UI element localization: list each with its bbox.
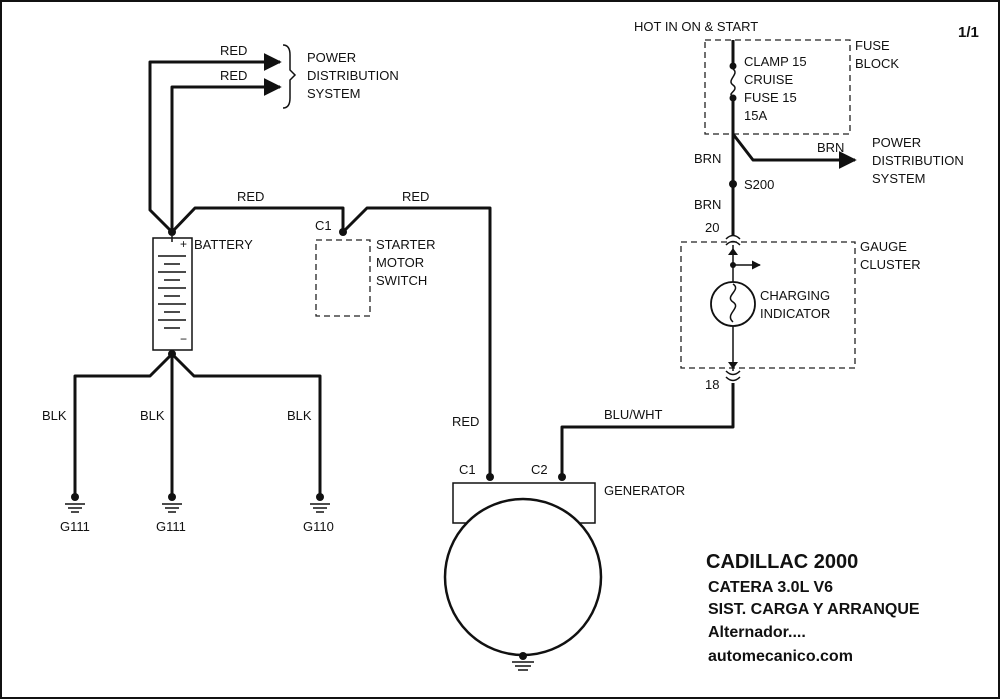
ground-g110: G110 (303, 493, 334, 534)
generator-c1: C1 (459, 462, 476, 477)
ground-wires: BLK BLK BLK (42, 352, 322, 494)
starter-label-line2: MOTOR (376, 255, 424, 270)
gauge-cluster-title-1: GAUGE (860, 239, 907, 254)
wire-label-red-2: RED (220, 68, 247, 83)
wire-label-brn-3: BRN (694, 197, 721, 212)
ground-g111-b: G111 (156, 493, 186, 534)
ground-label-1: G111 (60, 519, 90, 534)
starter-motor-switch: C1 STARTER MOTOR SWITCH (315, 218, 435, 317)
battery-label: BATTERY (194, 237, 253, 252)
brn-wires: BRN POWER DISTRIBUTION SYSTEM S200 BRN B… (694, 133, 964, 236)
page-number: 1/1 (958, 24, 979, 41)
charging-indicator-line1: CHARGING (760, 288, 830, 303)
wire-label-brn-1: BRN (817, 140, 844, 155)
fuse-block: CLAMP 15 CRUISE FUSE 15 15A FUSE BLOCK (704, 38, 899, 135)
wire-label-blu-wht: BLU/WHT (604, 407, 663, 422)
charging-indicator-line2: INDICATOR (760, 306, 830, 321)
blu-wht-wire: BLU/WHT (560, 383, 735, 474)
wire-label-red-4: RED (402, 189, 429, 204)
wire-label-brn-2: BRN (694, 151, 721, 166)
wire-label-red-1: RED (220, 43, 247, 58)
fuse-line-3: FUSE 15 (744, 90, 797, 105)
power-dist-brace (282, 44, 297, 109)
title-line-1: CADILLAC 2000 (706, 551, 858, 573)
starter-label-line3: SWITCH (376, 273, 427, 288)
generator-label: GENERATOR (604, 483, 685, 498)
splice-label: S200 (744, 177, 774, 192)
title-line-5: automecanico.com (708, 648, 853, 665)
wire-label-blk-1: BLK (42, 408, 67, 423)
title-line-4: Alternador.... (708, 624, 806, 641)
splice-s200 (729, 180, 737, 188)
wire-label-red-3: RED (237, 189, 264, 204)
wire-label-red-5: RED (452, 414, 479, 429)
hot-in-label: HOT IN ON & START (634, 19, 758, 34)
wire-label-blk-3: BLK (287, 408, 312, 423)
title-block: CADILLAC 2000 CATERA 3.0L V6 SIST. CARGA… (706, 551, 920, 665)
battery: + − BATTERY (152, 228, 253, 358)
fuse-line-2: CRUISE (744, 72, 793, 87)
title-line-2: CATERA 3.0L V6 (708, 579, 833, 596)
fuse-block-title-1: FUSE (855, 38, 890, 53)
generator: C1 C2 GENERATOR (443, 462, 685, 671)
fuse-line-1: CLAMP 15 (744, 54, 807, 69)
power-dist-left-line2: DISTRIBUTION (307, 68, 399, 83)
gauge-pin-top: 20 (705, 220, 719, 235)
svg-text:−: − (180, 332, 187, 346)
ground-g111-a: G111 (60, 493, 90, 534)
fuse-block-title-2: BLOCK (855, 56, 899, 71)
power-dist-right-line2: DISTRIBUTION (872, 153, 964, 168)
wire-label-blk-2: BLK (140, 408, 165, 423)
svg-text:+: + (180, 237, 187, 251)
charging-indicator-lamp (710, 281, 756, 327)
ground-label-2: G111 (156, 519, 186, 534)
battery-power-feed: RED RED POWER DISTRIBUTION SYSTEM (148, 43, 399, 234)
battery-red-wires: RED RED RED (170, 189, 492, 474)
power-dist-right-line1: POWER (872, 135, 921, 150)
starter-connector: C1 (315, 218, 332, 233)
gauge-cluster-title-2: CLUSTER (860, 257, 921, 272)
power-dist-left-line1: POWER (307, 50, 356, 65)
power-dist-left-line3: SYSTEM (307, 86, 360, 101)
power-dist-right-line3: SYSTEM (872, 171, 925, 186)
fuse-line-4: 15A (744, 108, 767, 123)
gauge-cluster: 20 18 CHARGING INDICATOR GAUGE CLUSTER (680, 220, 921, 392)
title-line-3: SIST. CARGA Y ARRANQUE (708, 601, 920, 618)
generator-c2: C2 (531, 462, 548, 477)
starter-label-line1: STARTER (376, 237, 435, 252)
gauge-pin-bottom: 18 (705, 377, 719, 392)
ground-label-3: G110 (303, 519, 334, 534)
